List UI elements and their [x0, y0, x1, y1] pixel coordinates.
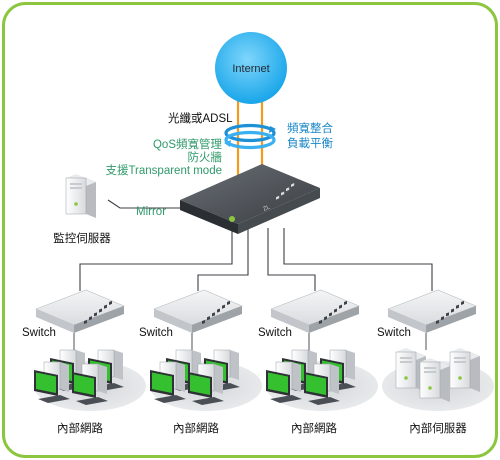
internet-label: Internet: [232, 63, 269, 75]
monitor-server-label: 監控伺服器: [53, 231, 111, 245]
switch-client-lines: [73, 333, 427, 352]
balancing-bandwidth: 頻寬整合: [287, 121, 333, 135]
load-balancer-device: ZL: [180, 164, 320, 234]
internet-cloud: [215, 32, 287, 104]
switch-1-label: Switch: [22, 327, 56, 339]
balancing-load: 負載平衡: [287, 137, 333, 150]
group-3-label: 內部網路: [291, 421, 337, 435]
group-1-label: 內部網路: [57, 421, 103, 435]
link-label: 光纖或ADSL: [168, 111, 233, 125]
svg-text:ZL: ZL: [262, 204, 271, 213]
group-2-label: 內部網路: [173, 421, 219, 435]
balancing-swirl-icon: [224, 123, 276, 150]
feature-transparent: 支援Transparent mode: [105, 163, 222, 177]
feature-qos: QoS頻寬管理: [153, 137, 223, 151]
switch-3-label: Switch: [258, 327, 292, 339]
group-4-label: 內部伺服器: [409, 421, 467, 435]
switch-2-label: Switch: [139, 327, 173, 339]
feature-firewall: 防火牆: [188, 150, 223, 164]
switch-4-label: Switch: [377, 327, 411, 339]
mirror-label: Mirror: [136, 206, 166, 218]
monitor-server-icon: [65, 173, 97, 219]
connection-lines: [79, 199, 433, 291]
